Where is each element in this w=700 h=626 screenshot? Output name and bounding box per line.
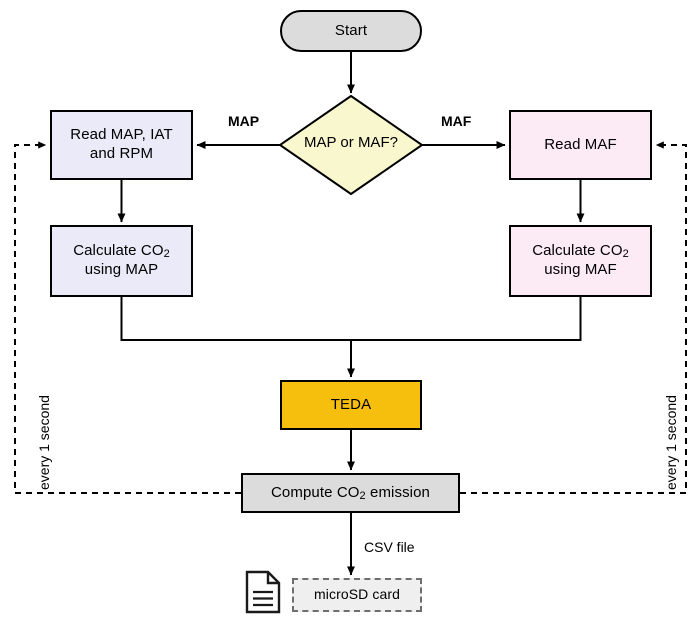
- co2-subscript: 2: [622, 248, 629, 261]
- node-start-label: Start: [334, 21, 368, 39]
- node-calc-map-label: Calculate CO2 using MAP: [73, 242, 170, 280]
- node-calc-map-line1: Calculate CO2: [73, 242, 170, 261]
- node-teda-label: TEDA: [330, 395, 372, 413]
- node-calc-map-line1-text: Calculate CO: [73, 242, 164, 260]
- node-calculate-co2-using-map[interactable]: Calculate CO2 using MAP: [50, 225, 193, 297]
- node-calc-maf-label: Calculate CO2 using MAF: [532, 242, 629, 280]
- node-calculate-co2-using-maf[interactable]: Calculate CO2 using MAF: [509, 225, 652, 297]
- node-start[interactable]: Start: [280, 10, 422, 52]
- edge-label-csv-file: CSV file: [364, 539, 415, 555]
- node-compute-label: Compute CO2 emission: [271, 484, 430, 503]
- node-calc-maf-line2: using MAF: [544, 261, 617, 278]
- document-icon: [245, 570, 281, 614]
- node-calc-map-line2: using MAP: [84, 261, 159, 278]
- node-read-map-line2: and RPM: [89, 145, 154, 162]
- node-calc-maf-line1: Calculate CO2: [532, 242, 629, 261]
- node-compute-label-post: emission: [365, 483, 431, 501]
- node-read-maf[interactable]: Read MAF: [509, 110, 652, 180]
- node-read-map-iat-rpm[interactable]: Read MAP, IAT and RPM: [50, 110, 193, 180]
- node-microsd-card[interactable]: microSD card: [292, 578, 422, 612]
- node-read-maf-label: Read MAF: [544, 135, 617, 153]
- co2-subscript: 2: [163, 248, 170, 261]
- node-calc-maf-line1-text: Calculate CO: [532, 242, 623, 260]
- edge-label-map: MAP: [228, 113, 260, 129]
- node-teda[interactable]: TEDA: [280, 380, 422, 430]
- edge-label-maf: MAF: [441, 113, 472, 129]
- node-microsd-label: microSD card: [314, 586, 400, 603]
- edge-calc-maf-to-teda: [351, 297, 582, 341]
- co2-subscript: 2: [359, 489, 366, 502]
- node-read-map-label: Read MAP, IAT and RPM: [70, 126, 172, 164]
- node-compute-co2-emission[interactable]: Compute CO2 emission: [241, 473, 460, 513]
- edge-label-every-1-second-right: every 1 second: [663, 395, 679, 490]
- node-read-map-line1: Read MAP, IAT: [70, 126, 173, 144]
- edge-calc-map-to-teda: [120, 297, 351, 341]
- edge-loop-left-every-1-second: [14, 141, 241, 494]
- edge-loop-right-every-1-second: [460, 141, 687, 494]
- decision-diamond-shape[interactable]: [278, 94, 424, 196]
- node-decision-label: MAP or MAF?: [304, 134, 398, 151]
- node-compute-label-pre: Compute CO: [270, 483, 360, 501]
- edge-label-every-1-second-left: every 1 second: [36, 395, 52, 490]
